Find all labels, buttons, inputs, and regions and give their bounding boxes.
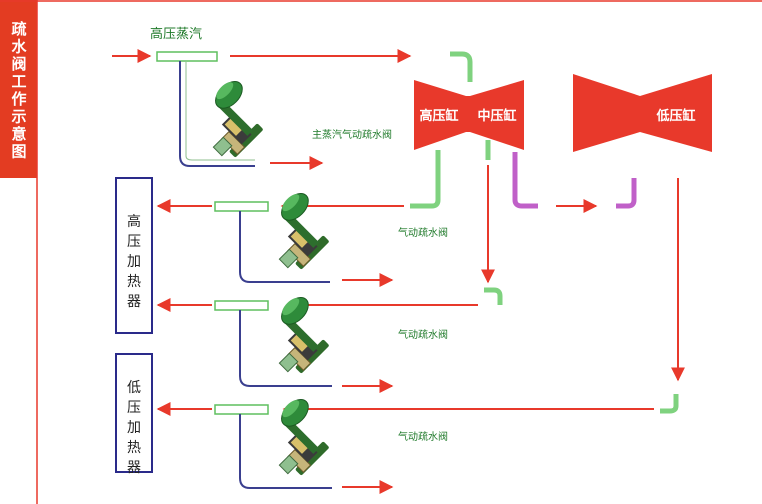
lp-cylinder-label: 低压缸 <box>655 108 695 124</box>
extraction-line-3 <box>156 402 654 494</box>
drain-valve-1 <box>252 187 342 276</box>
sidebar-title-text: 疏水阀工作示意图 <box>11 20 27 161</box>
lp-turbine: 低压缸 <box>573 74 712 152</box>
main-valve-label: 主蒸汽气动疏水阀 <box>312 128 392 141</box>
valve-3-label: 气动疏水阀 <box>398 430 448 443</box>
valve-1-label: 气动疏水阀 <box>398 226 448 239</box>
hp-ip-turbine: 高压缸 中压缸 <box>414 80 524 150</box>
lp-heater-label: 低压加热器 <box>127 380 141 476</box>
ip-cylinder-label: 中压缸 <box>477 108 516 124</box>
main-steam-line: 高压蒸汽 <box>112 26 473 170</box>
extraction-line-1 <box>156 199 404 287</box>
extraction-pipes <box>410 140 685 414</box>
main-steam-valve <box>186 75 276 164</box>
extraction-line-2 <box>156 298 478 393</box>
main-steam-label: 高压蒸汽 <box>150 26 202 42</box>
hp-heater: 高压加热器 <box>115 177 153 334</box>
hp-heater-label: 高压加热器 <box>127 213 141 310</box>
valve-2-label: 气动疏水阀 <box>398 328 448 341</box>
lp-heater: 低压加热器 <box>115 353 153 476</box>
hp-cylinder-label: 高压缸 <box>419 108 458 124</box>
